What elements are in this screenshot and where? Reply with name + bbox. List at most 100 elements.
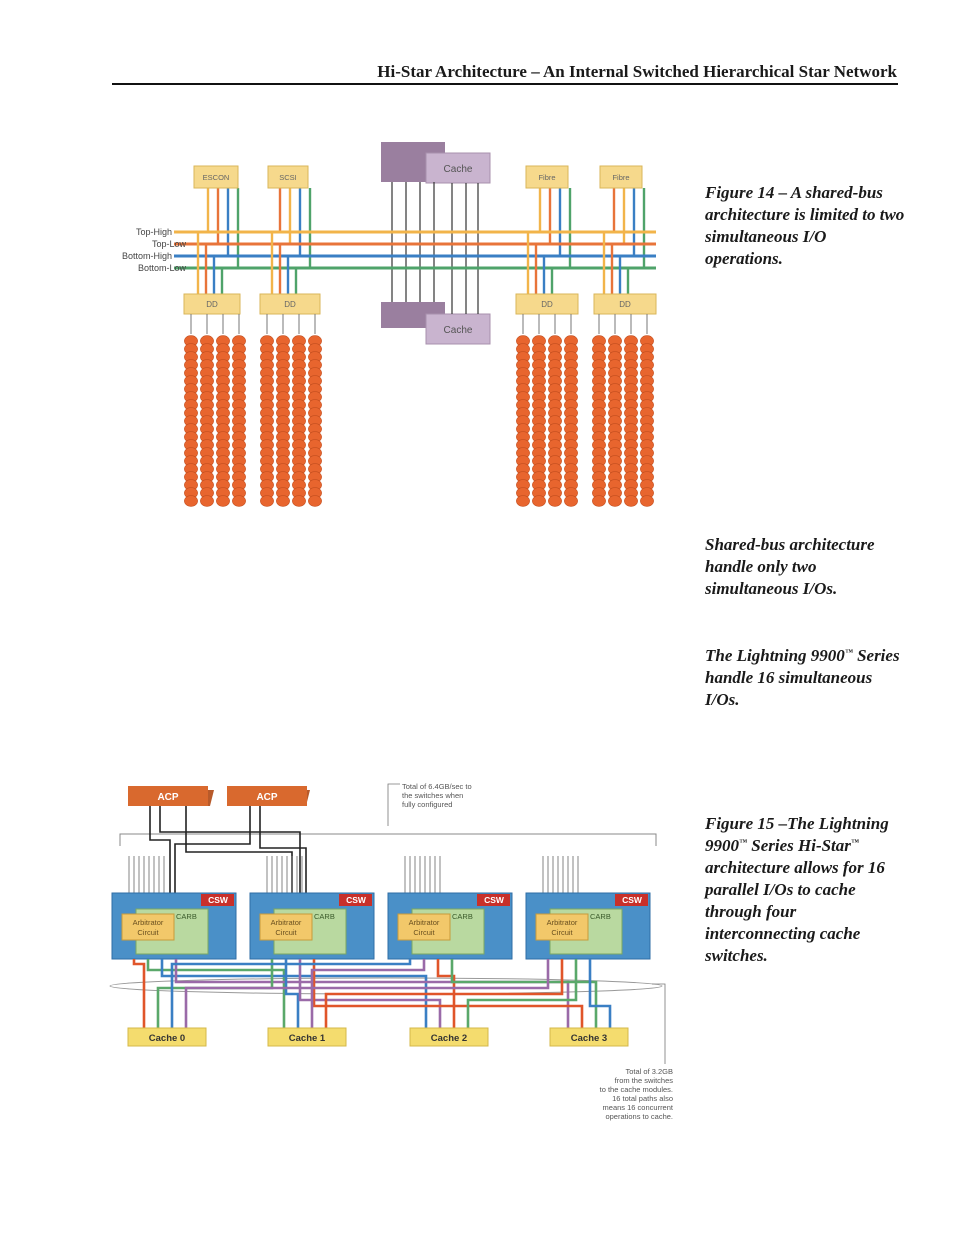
switch-to-cache-path [284, 959, 300, 1028]
host-adapter-fibre-1 [525, 165, 569, 189]
switch-to-cache-path [324, 959, 564, 1028]
figure-15-caption: Figure 15 –The Lightning 9900™ Series Hi… [705, 813, 890, 967]
cache-module-2 [409, 1027, 489, 1047]
cache-module-1 [267, 1027, 347, 1047]
arbitrator-label-line-2: Circuit [137, 928, 159, 937]
host-adapter-escon [193, 165, 239, 189]
figure-15-hi-star-diagram: ACP ACP Total of 6.4GB/sec to the switch… [109, 782, 674, 1121]
disk-adapter-2 [259, 293, 321, 315]
cache-module-label-1: Cache 1 [289, 1033, 326, 1044]
host-adapter-label-fibre-2: Fibre [612, 173, 629, 182]
shared-buses [174, 230, 656, 270]
header-rule [112, 83, 898, 85]
disk-drive [292, 495, 306, 507]
acp-units: ACP ACP [128, 786, 310, 806]
host-adapter-label-scsi: SCSI [279, 173, 297, 182]
switch-to-cache-path [436, 959, 456, 1028]
annotation-bottom-line-2: from the switches [615, 1076, 674, 1085]
switch-to-cache-path [160, 959, 428, 1028]
csw-label-bg [615, 894, 648, 906]
bus-label-bottom-high: Bottom-High [122, 251, 172, 261]
switch-to-cache-path [184, 959, 550, 1028]
annotation-bottom-line-1: Total of 3.2GB [625, 1067, 673, 1076]
annotation-bottom: Total of 3.2GB from the switches to the … [600, 983, 674, 1121]
disk-drive [200, 495, 214, 507]
carb-label: CARB [314, 912, 335, 921]
switch-to-cache-path [146, 959, 286, 1028]
annotation-bottom-line-6: operations to cache. [605, 1112, 673, 1121]
cache-module-label-3: Cache 3 [571, 1033, 607, 1044]
figure-14-shared-bus-diagram: Cache Cache [122, 142, 657, 507]
host-adapter-fibre-2 [599, 165, 643, 189]
note-lightning-text-2: Series handle 16 simultaneous I/Os. [705, 646, 900, 709]
disk-adapter-4 [593, 293, 657, 315]
arbitrator-box [535, 913, 589, 941]
disk-adapter-label-1: DD [206, 300, 218, 309]
host-adapter-scsi [267, 165, 309, 189]
arbitrator-label-line-1: Arbitrator [133, 918, 164, 927]
disk-adapter-3 [515, 293, 579, 315]
figure-15-caption-text-2: Series Hi-Star [747, 836, 851, 855]
cache-label-top: Cache [444, 164, 473, 175]
acp-box-2 [227, 786, 307, 806]
disk-adapter-1 [183, 293, 241, 315]
switch-to-cache-path [312, 959, 584, 1028]
annotation-top: Total of 6.4GB/sec to the switches when … [119, 782, 657, 846]
running-head: Hi-Star Architecture – An Internal Switc… [377, 62, 897, 81]
csw-label: CSW [622, 895, 643, 905]
disk-strings [184, 314, 654, 507]
arbitrator-label-line-1: Arbitrator [409, 918, 440, 927]
disk-adapters: DD DD DD DD [183, 293, 657, 315]
csw-label: CSW [208, 895, 229, 905]
arbitrator-label-line-2: Circuit [275, 928, 297, 937]
trademark-symbol: ™ [739, 837, 747, 847]
cache-module-label-0: Cache 0 [149, 1033, 185, 1044]
disk-drive [232, 495, 246, 507]
disk-drive [184, 495, 198, 507]
note-lightning-text-1: The Lightning 9900 [705, 646, 845, 665]
csw-label: CSW [346, 895, 367, 905]
carb-label: CARB [452, 912, 473, 921]
disk-drive [216, 495, 230, 507]
annotation-top-line-2: the switches when [402, 791, 463, 800]
annotation-bottom-line-5: means 16 concurrent [603, 1103, 674, 1112]
acp-label-1: ACP [157, 792, 178, 803]
annotation-top-line-1: Total of 6.4GB/sec to [402, 782, 472, 791]
annotation-bottom-line-4: 16 total paths also [612, 1094, 673, 1103]
disk-drive [592, 495, 606, 507]
trademark-symbol: ™ [850, 837, 859, 847]
cache-module-3 [549, 1027, 629, 1047]
switch-to-cache-path [298, 959, 442, 1028]
arbitrator-label-line-1: Arbitrator [547, 918, 578, 927]
acp-cables [149, 806, 307, 905]
disk-drive [608, 495, 622, 507]
host-adapter-label-escon: ESCON [203, 173, 230, 182]
note-shared-bus: Shared-bus architecture handle only two … [705, 535, 875, 598]
carb-label: CARB [176, 912, 197, 921]
acp-box-1 [128, 786, 208, 806]
bus-labels: Top-High Top-Low Bottom-High Bottom-Low [122, 227, 187, 273]
switch-to-cache-path [132, 959, 146, 1028]
annotation-bottom-line-3: to the cache modules. [600, 1085, 673, 1094]
disk-drive [624, 495, 638, 507]
csw-label-bg [201, 894, 234, 906]
figure-15-caption-text-1: Figure 15 –The Lightning 9900 [705, 814, 889, 855]
switch-to-cache-path [588, 959, 612, 1028]
cache-label-bottom: Cache [444, 325, 473, 336]
cache-box-bottom [425, 313, 491, 345]
cache-switches: CSWCARBArbitratorCircuitCSWCARBArbitrato… [111, 856, 651, 960]
disk-adapter-label-4: DD [619, 300, 631, 309]
cache-connectors [391, 182, 479, 314]
disk-drive [276, 495, 290, 507]
disk-drive [516, 495, 530, 507]
note-lightning: The Lightning 9900™ Series handle 16 sim… [705, 645, 905, 711]
switch-to-cache-path [466, 959, 578, 1028]
disk-drive [548, 495, 562, 507]
trademark-symbol: ™ [844, 647, 853, 657]
switch-ring [109, 977, 663, 995]
